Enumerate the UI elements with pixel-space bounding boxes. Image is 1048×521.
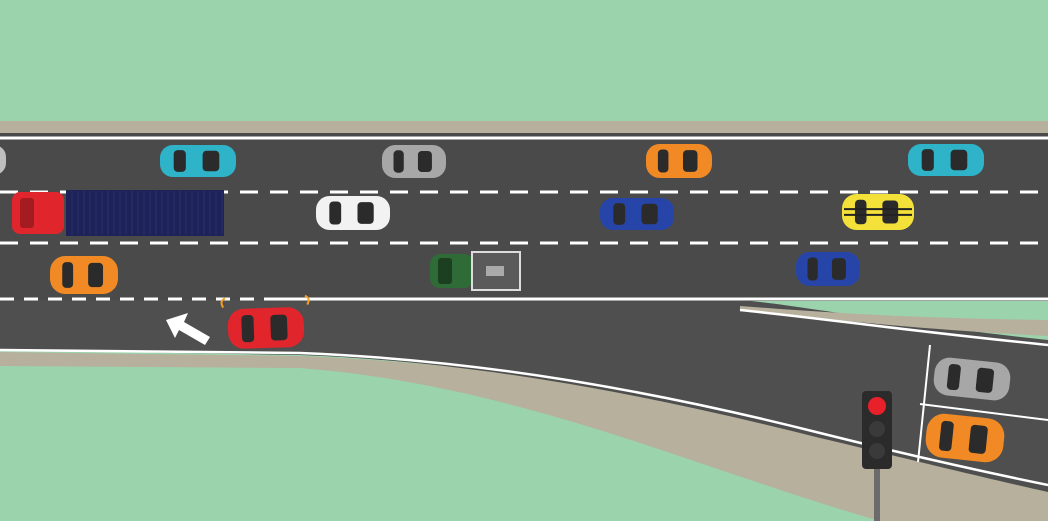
traffic-light-amber-lamp	[869, 421, 885, 437]
sliproad-lower-edge	[0, 348, 1048, 487]
car-grey-lane1	[382, 145, 446, 178]
traffic-light-red-lamp	[868, 397, 886, 415]
vehicles	[0, 144, 1011, 463]
car-white-lane2	[316, 196, 390, 230]
car-partial-left	[0, 146, 6, 174]
car-blue-lane2	[600, 198, 674, 230]
merge-arrow-icon	[166, 313, 210, 345]
car-orange-lane3	[50, 256, 118, 294]
car-blue-lane3	[796, 252, 860, 286]
car-yellow-lane2	[842, 194, 914, 230]
car-teal-lane1-right	[908, 144, 984, 176]
sliproad-verge	[0, 352, 1048, 521]
traffic-light-green-lamp	[869, 443, 885, 459]
car-teal-lane1	[160, 145, 236, 177]
traffic-light-pole	[874, 465, 880, 521]
car-orange-sliproad	[925, 413, 1005, 463]
truck-red-navy	[12, 190, 224, 236]
traffic-light	[862, 391, 892, 521]
car-orange-lane1	[646, 144, 712, 178]
queue-box	[917, 344, 1048, 463]
van-green-lane3	[430, 251, 521, 291]
top-verge	[0, 121, 1048, 133]
sliproad-upper-edge	[739, 308, 1048, 347]
car-grey-sliproad	[933, 357, 1011, 401]
gore-verge	[740, 306, 1048, 336]
car-red-merging	[220, 294, 310, 349]
hard-shoulder-lane	[0, 300, 740, 350]
